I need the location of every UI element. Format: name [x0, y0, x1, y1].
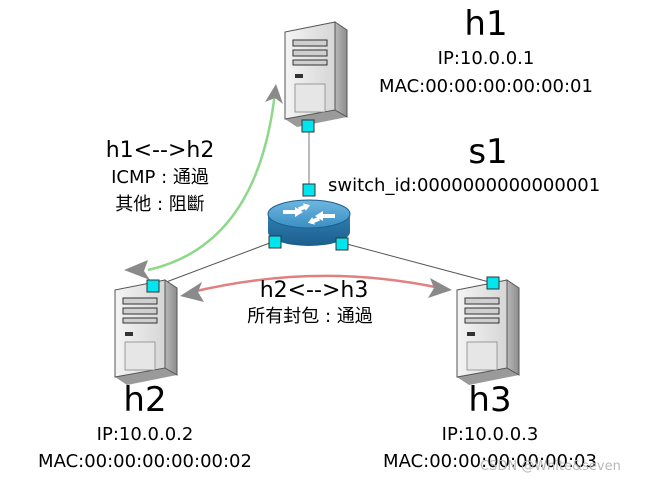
rule-arrowhead-h2-h3-right: [428, 278, 452, 298]
switch-s1-icon: [267, 199, 351, 246]
host-h1-name: h1: [464, 4, 508, 44]
host-h3-ip: IP:10.0.0.3: [441, 424, 539, 445]
link-s1-h2: [152, 240, 276, 288]
rule-arrow-h1-h2: [147, 91, 277, 272]
host-h3-name: h3: [468, 380, 512, 420]
rule-arrowhead-h1-h2-top: [265, 84, 283, 104]
port-s1-top: [302, 183, 316, 197]
port-h1: [301, 119, 315, 133]
host-h2-ip: IP:10.0.0.2: [96, 424, 194, 445]
rule-arrowhead-h1-h2-bottom: [124, 260, 150, 280]
watermark: CSDN @White&seven: [480, 459, 621, 474]
host-h3-computer-icon: [456, 279, 520, 385]
host-h1-mac: MAC:00:00:00:00:00:01: [379, 76, 593, 97]
rule-h1-h2-icmp: ICMP : 通過: [111, 167, 209, 188]
link-s1-h3: [342, 242, 494, 284]
rule-arrow-h2-h3: [191, 274, 441, 294]
switch-s1-name: s1: [468, 132, 508, 172]
host-h2-mac: MAC:00:00:00:00:00:02: [38, 451, 252, 472]
host-h1-computer-icon: [284, 21, 348, 127]
host-h2-name: h2: [123, 380, 167, 420]
port-s1-right: [335, 237, 349, 251]
rule-h2-h3-all: 所有封包 : 通過: [247, 306, 373, 327]
host-h1-ip: IP:10.0.0.1: [437, 48, 535, 69]
host-h3-mac: MAC:00:00:00:00:00:03: [383, 451, 597, 472]
rule-h1-h2-title: h1<-->h2: [105, 138, 215, 163]
port-h2: [146, 279, 160, 293]
port-h3: [486, 276, 500, 290]
host-h2-computer-icon: [114, 279, 178, 385]
port-s1-left: [268, 235, 282, 249]
rule-h1-h2-other: 其他 : 阻斷: [115, 194, 205, 215]
switch-s1-id: switch_id:0000000000000001: [328, 175, 601, 196]
rule-h2-h3-title: h2<-->h3: [259, 278, 369, 303]
rule-arrowhead-h2-h3-left: [180, 282, 204, 302]
